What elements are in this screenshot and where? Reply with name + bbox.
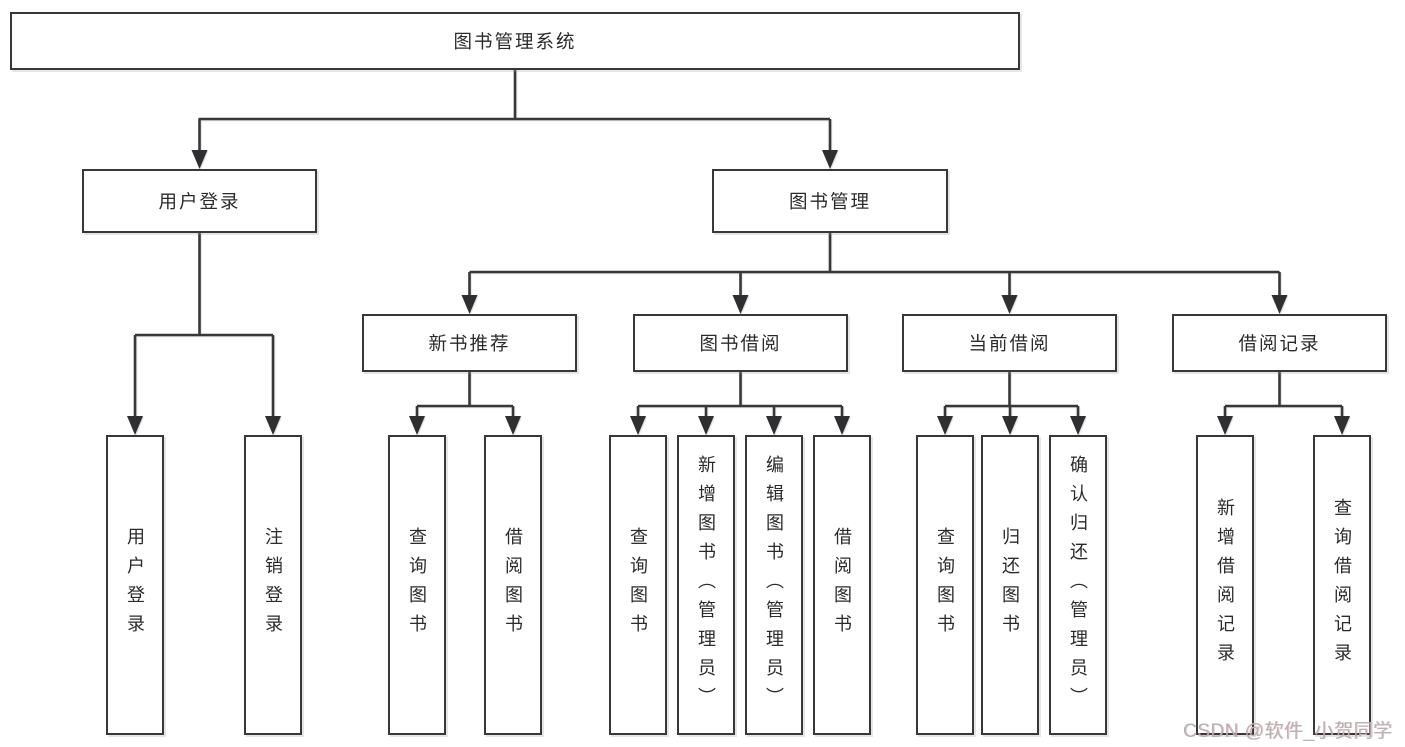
leaf-user-login: 用户登录 [106, 435, 164, 735]
leaf-borrow-books-borrowing: 借阅图书 [813, 435, 871, 735]
leaf-query-borrow-record: 查询借阅记录 [1313, 435, 1371, 735]
leaf-confirm-return-admin: 确认归还（管理员） [1049, 435, 1107, 735]
leaf-add-borrow-record: 新增借阅记录 [1196, 435, 1254, 735]
node-book-borrowing: 图书借阅 [633, 314, 848, 372]
node-current-borrowing: 当前借阅 [902, 314, 1117, 372]
node-library-management-system: 图书管理系统 [10, 12, 1020, 70]
leaf-return-book: 归还图书 [981, 435, 1039, 735]
leaf-query-books-recommend: 查询图书 [388, 435, 446, 735]
node-book-management: 图书管理 [712, 169, 948, 233]
watermark: CSDN @软件_小贺同学 [1183, 721, 1393, 742]
leaf-add-book-admin: 新增图书（管理员） [677, 435, 735, 735]
node-borrowing-records: 借阅记录 [1172, 314, 1387, 372]
leaf-edit-book-admin: 编辑图书（管理员） [745, 435, 803, 735]
node-user-login: 用户登录 [82, 169, 317, 233]
leaf-query-books-borrowing: 查询图书 [609, 435, 667, 735]
connector-paths [133, 70, 1344, 418]
arrowhead-icons [127, 150, 1350, 435]
leaf-logout: 注销登录 [244, 435, 302, 735]
leaf-query-books-current: 查询图书 [916, 435, 974, 735]
leaf-borrow-books-recommend: 借阅图书 [484, 435, 542, 735]
node-new-book-recommend: 新书推荐 [362, 314, 577, 372]
